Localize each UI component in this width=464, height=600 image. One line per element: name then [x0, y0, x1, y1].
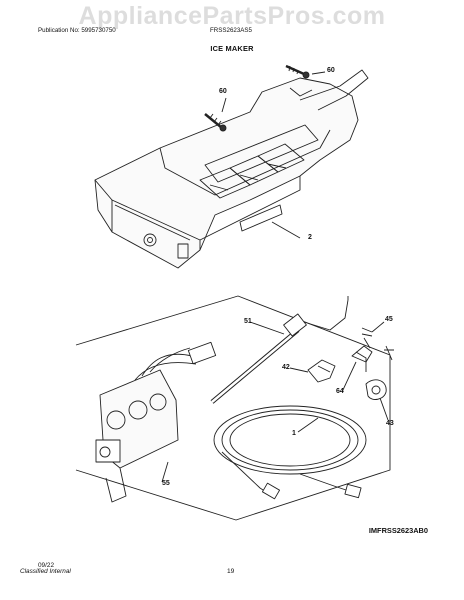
callout-55: 55	[162, 480, 170, 487]
page-number: 19	[227, 568, 235, 575]
footer-classification: Classified Internal	[20, 568, 71, 575]
watermark-text: AppliancePartsPros.com	[78, 2, 386, 30]
fill-tube-heater	[210, 296, 349, 404]
lower-assembly-frame	[75, 295, 391, 521]
model-number: FRSS2623AS5	[210, 27, 252, 34]
clamp-43	[365, 379, 387, 400]
callout-51: 51	[244, 318, 252, 325]
callout-45: 45	[385, 316, 393, 323]
callout-60-left: 60	[219, 88, 227, 95]
screw-top	[285, 64, 310, 79]
clip-42	[307, 359, 336, 383]
screw-45-upper	[361, 327, 373, 349]
callout-42: 42	[282, 364, 290, 371]
footer-date: 09/22	[38, 562, 54, 569]
callout-60-right: 60	[327, 67, 335, 74]
ice-maker-assembly-drawing	[94, 69, 369, 269]
clip-64	[351, 345, 373, 372]
screw-left	[204, 113, 227, 132]
publication-number: Publication No: 5995730750	[38, 27, 116, 34]
callout-43: 43	[386, 420, 394, 427]
callout-2: 2	[308, 234, 312, 241]
water-tubing-coil	[213, 405, 367, 500]
water-valve-assembly	[95, 341, 217, 503]
screw-45-lower	[384, 345, 394, 361]
diagram-code: IMFRSS2623AB0	[368, 526, 428, 535]
callout-1: 1	[292, 430, 296, 437]
callout-64: 64	[336, 388, 344, 395]
page-title: ICE MAKER	[210, 44, 254, 53]
